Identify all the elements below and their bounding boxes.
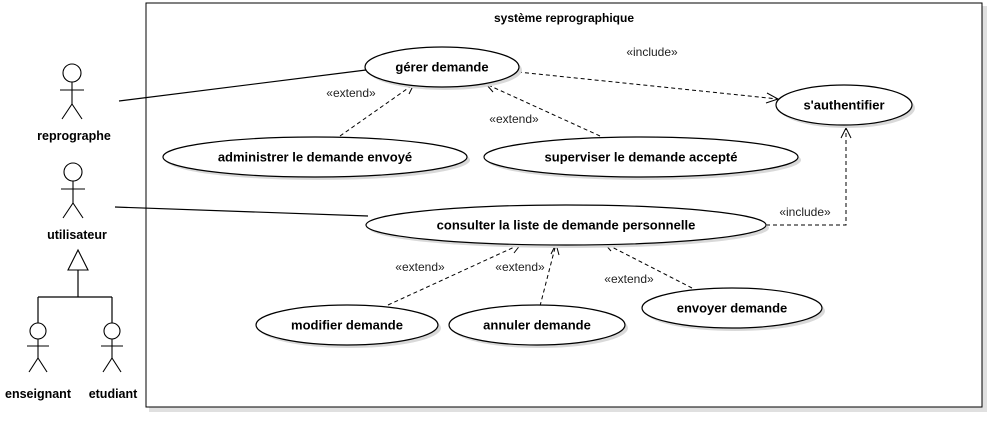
stereotype-extend-annuler: «extend» (495, 260, 545, 274)
use-case-label-modifier: modifier demande (291, 318, 403, 333)
use-case-label-envoyer: envoyer demande (677, 301, 788, 316)
include-consulter-authentifier (766, 126, 852, 226)
stereotype-extend-envoyer: «extend» (604, 272, 654, 286)
use-case-envoyer[interactable]: envoyer demande (641, 287, 825, 331)
actor-label-reprographe: reprographe (37, 129, 111, 143)
use-case-gerer-demande[interactable]: gérer demande (364, 46, 522, 90)
use-case-administrer[interactable]: administrer le demande envoyé (162, 136, 470, 180)
use-case-label-annuler: annuler demande (483, 318, 591, 333)
use-case-authentifier[interactable]: s'authentifier (775, 84, 915, 128)
use-case-label-authentifier: s'authentifier (803, 98, 884, 113)
use-case-consulter[interactable]: consulter la liste de demande personnell… (365, 204, 769, 248)
actor-reprographe[interactable]: reprographe (37, 63, 111, 143)
actor-label-enseignant: enseignant (5, 387, 72, 401)
stereotype-include-gerer: «include» (626, 45, 678, 59)
actor-label-utilisateur: utilisateur (47, 228, 107, 242)
use-case-label-administrer: administrer le demande envoyé (218, 150, 412, 165)
stereotype-include-consulter: «include» (779, 205, 831, 219)
use-case-label-gerer-demande: gérer demande (395, 60, 488, 75)
stereotype-extend-administrer: «extend» (326, 86, 376, 100)
actor-utilisateur[interactable]: utilisateur (47, 162, 107, 242)
use-case-modifier[interactable]: modifier demande (255, 304, 441, 348)
system-title: système reprographique (494, 11, 634, 25)
association-reprographe-gerer (118, 69, 367, 102)
generalization-utilisateur (37, 248, 113, 323)
include-gerer-authentifier (517, 71, 780, 104)
actor-etudiant[interactable]: etudiant (89, 322, 138, 401)
use-case-superviser[interactable]: superviser le demande accepté (483, 136, 801, 180)
stereotype-extend-modifier: «extend» (395, 260, 445, 274)
stereotype-extend-superviser: «extend» (489, 112, 539, 126)
use-case-annuler[interactable]: annuler demande (448, 304, 628, 348)
use-case-label-consulter: consulter la liste de demande personnell… (437, 218, 696, 233)
association-utilisateur-consulter (114, 206, 369, 217)
actor-label-etudiant: etudiant (89, 387, 138, 401)
use-case-label-superviser: superviser le demande accepté (545, 150, 738, 165)
actor-enseignant[interactable]: enseignant (5, 322, 72, 401)
